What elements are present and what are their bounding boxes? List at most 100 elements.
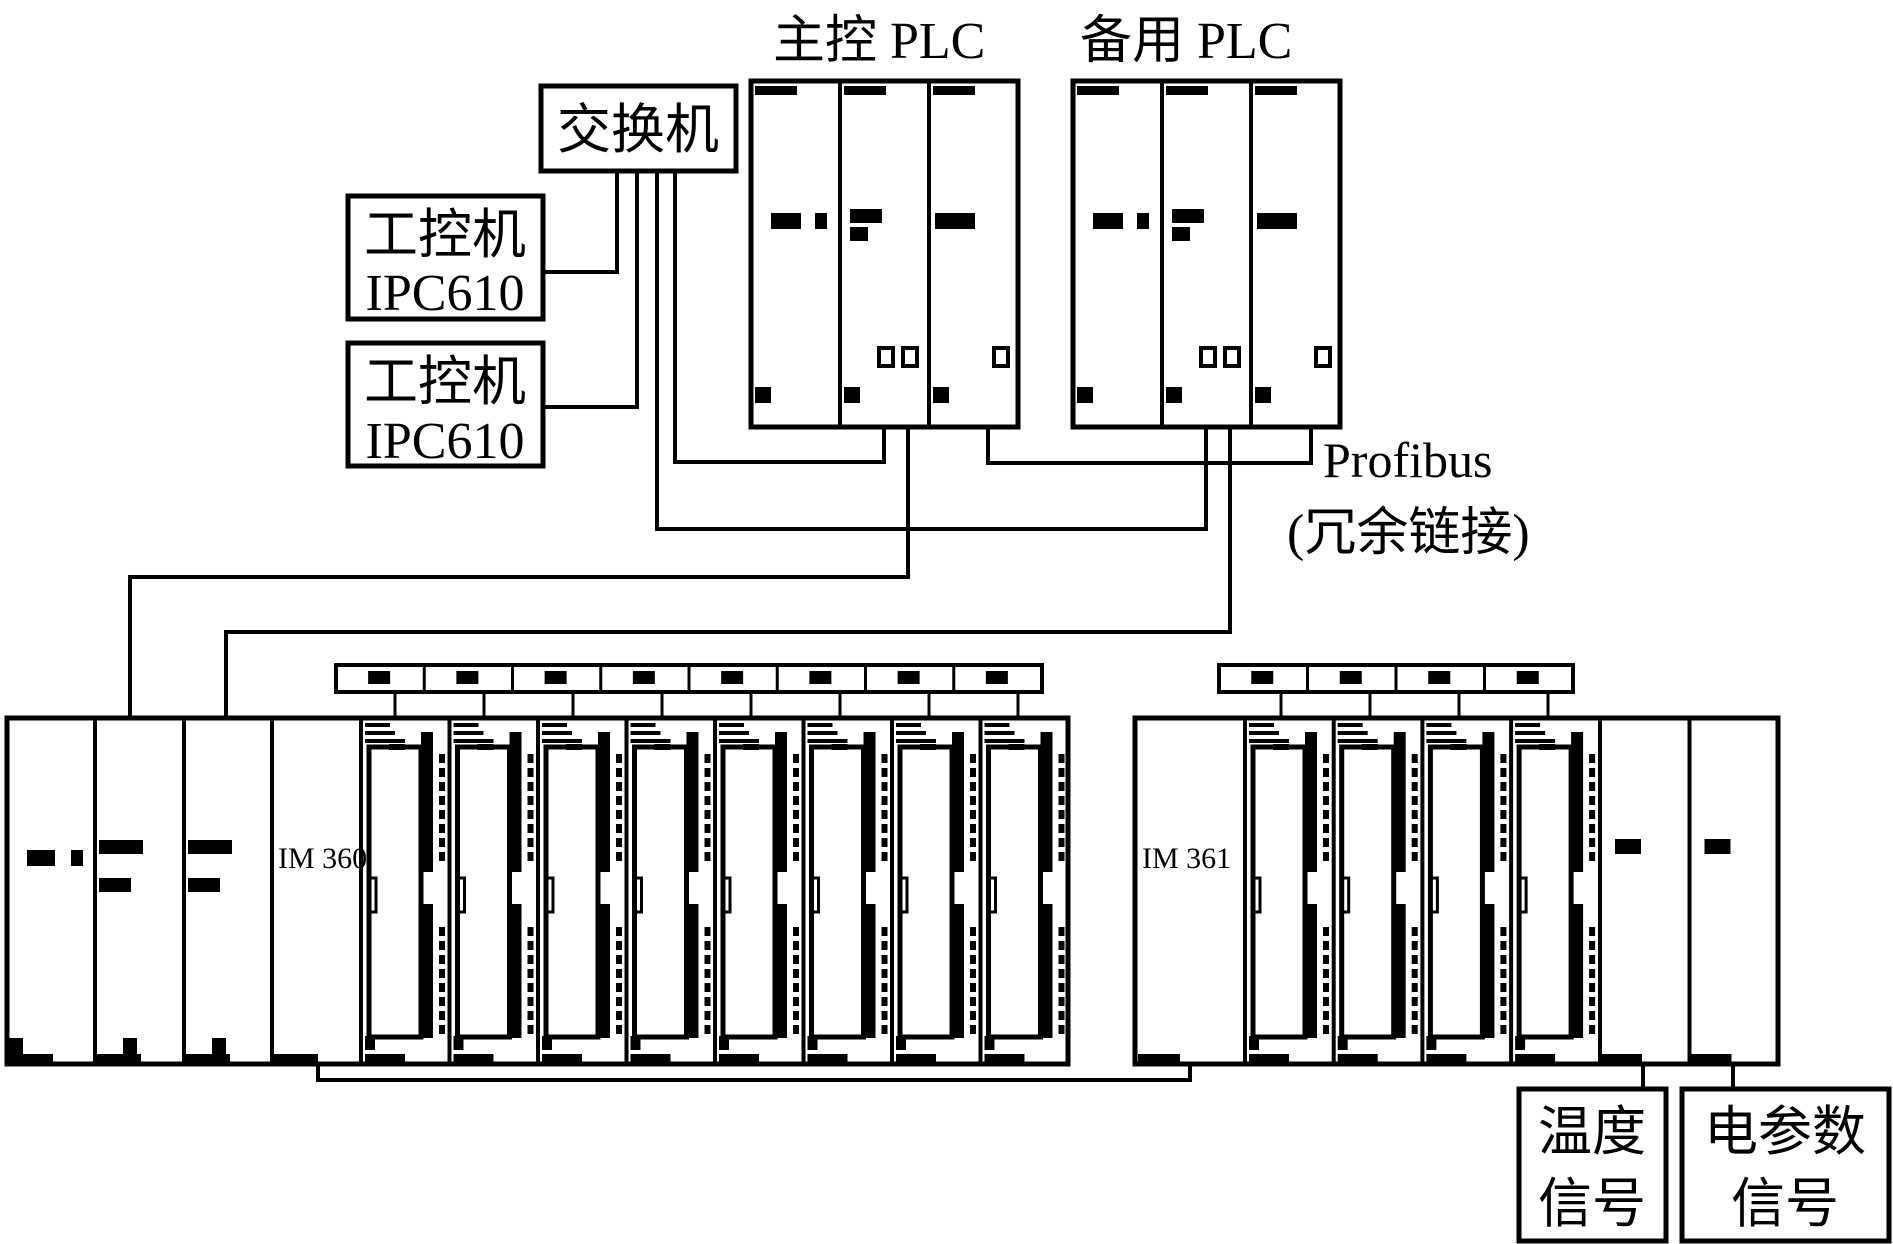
channel-label <box>527 824 534 833</box>
channel-label <box>970 754 976 763</box>
channel-label <box>616 796 622 805</box>
channel-label <box>527 983 534 992</box>
channel-label <box>970 810 976 819</box>
channel-label <box>1500 983 1507 992</box>
dp-port-1 <box>1199 346 1217 368</box>
door-hinge <box>1341 876 1351 914</box>
door-latch <box>920 744 936 750</box>
terminal-column <box>421 904 433 1038</box>
dp-port-3 <box>1314 346 1332 368</box>
io-module-2 <box>1331 718 1418 1064</box>
bus-connector <box>896 1054 936 1062</box>
module-label-block <box>188 840 232 854</box>
channel-label <box>881 983 888 992</box>
channel-label <box>704 810 711 819</box>
channel-label <box>970 796 976 805</box>
led-strip <box>365 731 395 735</box>
backup-plc-rack-frame <box>1070 78 1343 430</box>
channel-label <box>439 1025 445 1034</box>
module-key <box>896 1036 906 1050</box>
io-module-2 <box>447 718 534 1064</box>
door-hinge <box>545 876 555 914</box>
led-strip <box>453 739 494 743</box>
channel-label <box>616 810 622 819</box>
module-key-switch <box>123 1038 137 1054</box>
channel-label <box>1323 852 1329 861</box>
terminal-label-block <box>544 671 567 684</box>
channel-label <box>1500 997 1507 1006</box>
channel-label <box>527 1025 534 1034</box>
channel-label <box>881 768 888 777</box>
channel-label <box>439 754 445 763</box>
right-io-rack: IM 361 <box>1132 663 1781 1067</box>
module-key-switch <box>755 387 771 403</box>
door-latch <box>566 744 582 750</box>
terminal-label-block <box>1428 671 1451 684</box>
channel-label <box>1589 1011 1596 1020</box>
bus-connector <box>542 1054 582 1062</box>
channel-label <box>1411 955 1418 964</box>
channel-label <box>527 927 534 936</box>
channel-label <box>439 782 445 791</box>
im361-module: IM 361 <box>1138 842 1231 1062</box>
channel-label <box>793 754 799 763</box>
wire-switch-ipc1 <box>543 171 619 274</box>
bus-connector <box>1249 1054 1289 1062</box>
dp-port-2 <box>901 346 919 368</box>
led-strip <box>984 739 1025 743</box>
led-strip <box>630 731 661 735</box>
connection-wires <box>128 171 1735 1088</box>
front-door <box>543 744 601 1040</box>
channel-label <box>1323 983 1329 992</box>
led-strip <box>807 739 848 743</box>
channel-label <box>527 852 534 861</box>
channel-label <box>793 997 799 1006</box>
channel-label <box>881 754 888 763</box>
channel-label <box>1323 768 1329 777</box>
elec-signal-line2: 信号 <box>1731 1174 1839 1234</box>
status-led-bar <box>1166 86 1208 95</box>
channel-label <box>881 810 888 819</box>
status-led-bar <box>755 86 797 95</box>
led-strip <box>1249 731 1279 735</box>
door-latch <box>1008 744 1025 750</box>
terminal-column <box>1305 732 1317 872</box>
channel-label <box>1411 824 1418 833</box>
module-key-switch <box>933 387 949 403</box>
io-module-3 <box>536 718 622 1064</box>
module-key <box>453 1036 464 1050</box>
channel-label <box>704 941 711 950</box>
bus-connector <box>1602 1054 1642 1062</box>
front-door <box>1250 744 1308 1040</box>
channel-label <box>1589 768 1596 777</box>
led-strip <box>453 723 479 727</box>
channel-label <box>1500 1025 1507 1034</box>
module-key <box>1249 1036 1259 1050</box>
channel-label <box>1500 782 1507 791</box>
channel-label <box>881 838 888 847</box>
right-terminal-strip <box>1217 663 1575 718</box>
front-door <box>1339 744 1397 1040</box>
channel-label <box>704 927 711 936</box>
module-key-switch <box>212 1038 226 1054</box>
channel-label <box>439 941 445 950</box>
channel-label <box>1500 1011 1507 1020</box>
channel-label <box>970 955 976 964</box>
channel-label <box>704 754 711 763</box>
channel-label <box>527 796 534 805</box>
channel-label <box>1323 782 1329 791</box>
channel-label <box>1589 810 1596 819</box>
status-led-bar <box>1255 86 1297 95</box>
wire-im360-im361 <box>316 1063 1192 1082</box>
channel-label <box>1058 754 1065 763</box>
dp-port-2 <box>1223 346 1241 368</box>
module-key <box>1426 1036 1437 1050</box>
channel-label <box>1500 927 1507 936</box>
bus-connector <box>97 1054 141 1062</box>
channel-label <box>1058 927 1065 936</box>
front-door <box>366 744 424 1040</box>
channel-label <box>1058 955 1065 964</box>
led-strip <box>896 739 936 743</box>
terminal-column <box>1040 732 1053 872</box>
